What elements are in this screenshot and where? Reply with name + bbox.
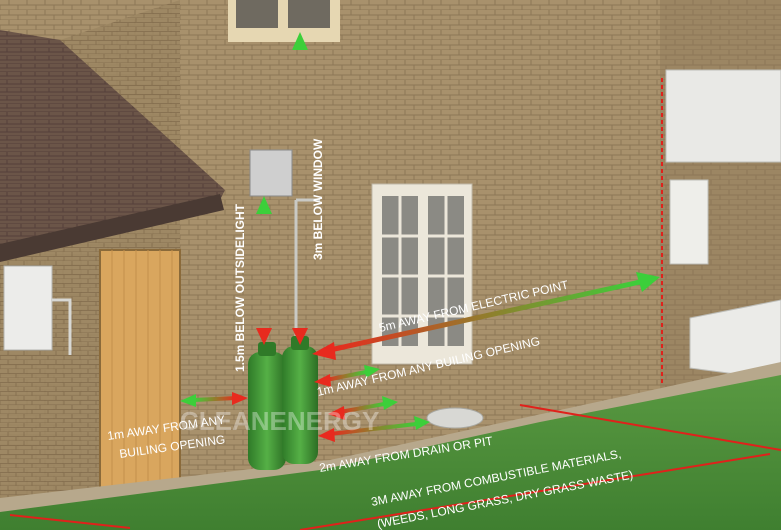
- arrow-building-opening-right: [314, 365, 380, 387]
- boiler-box: [3, 265, 53, 351]
- arrow-electric-point: [312, 272, 660, 360]
- combustible-boundary-bottom: [299, 453, 771, 530]
- gas-cylinders: [248, 336, 318, 470]
- combustible-boundary-left: [9, 514, 131, 529]
- porch-roof: [0, 30, 225, 250]
- upper-window-pane: [288, 0, 330, 28]
- wooden-door: [99, 249, 181, 496]
- label-below-outside-light: 1.5m BELOW OUTSIDELIGHT: [233, 203, 247, 372]
- arrow-below-outside-light: [256, 196, 272, 345]
- outside-light: [249, 149, 293, 197]
- air-conditioner-unit: [665, 69, 781, 163]
- drain-pit: [426, 407, 484, 429]
- arrow-combustible-short: [328, 396, 398, 420]
- arrow-building-opening-left: [180, 392, 248, 407]
- gas-cylinder-right: [282, 346, 318, 464]
- wall-heater-unit: [689, 299, 781, 381]
- upper-window-pane: [236, 0, 278, 28]
- paving-strip: [0, 362, 781, 512]
- label-below-window: 3m BELOW WINDOW: [311, 138, 325, 260]
- arrow-drain-pit: [318, 416, 430, 442]
- watermark: CLEANENERGY: [180, 406, 379, 436]
- combustible-boundary-top: [519, 404, 781, 451]
- gas-cylinder-left: [248, 352, 286, 470]
- roof-fascia: [0, 194, 224, 262]
- arrow-below-window: [292, 32, 308, 345]
- electric-meter-box: [669, 179, 709, 265]
